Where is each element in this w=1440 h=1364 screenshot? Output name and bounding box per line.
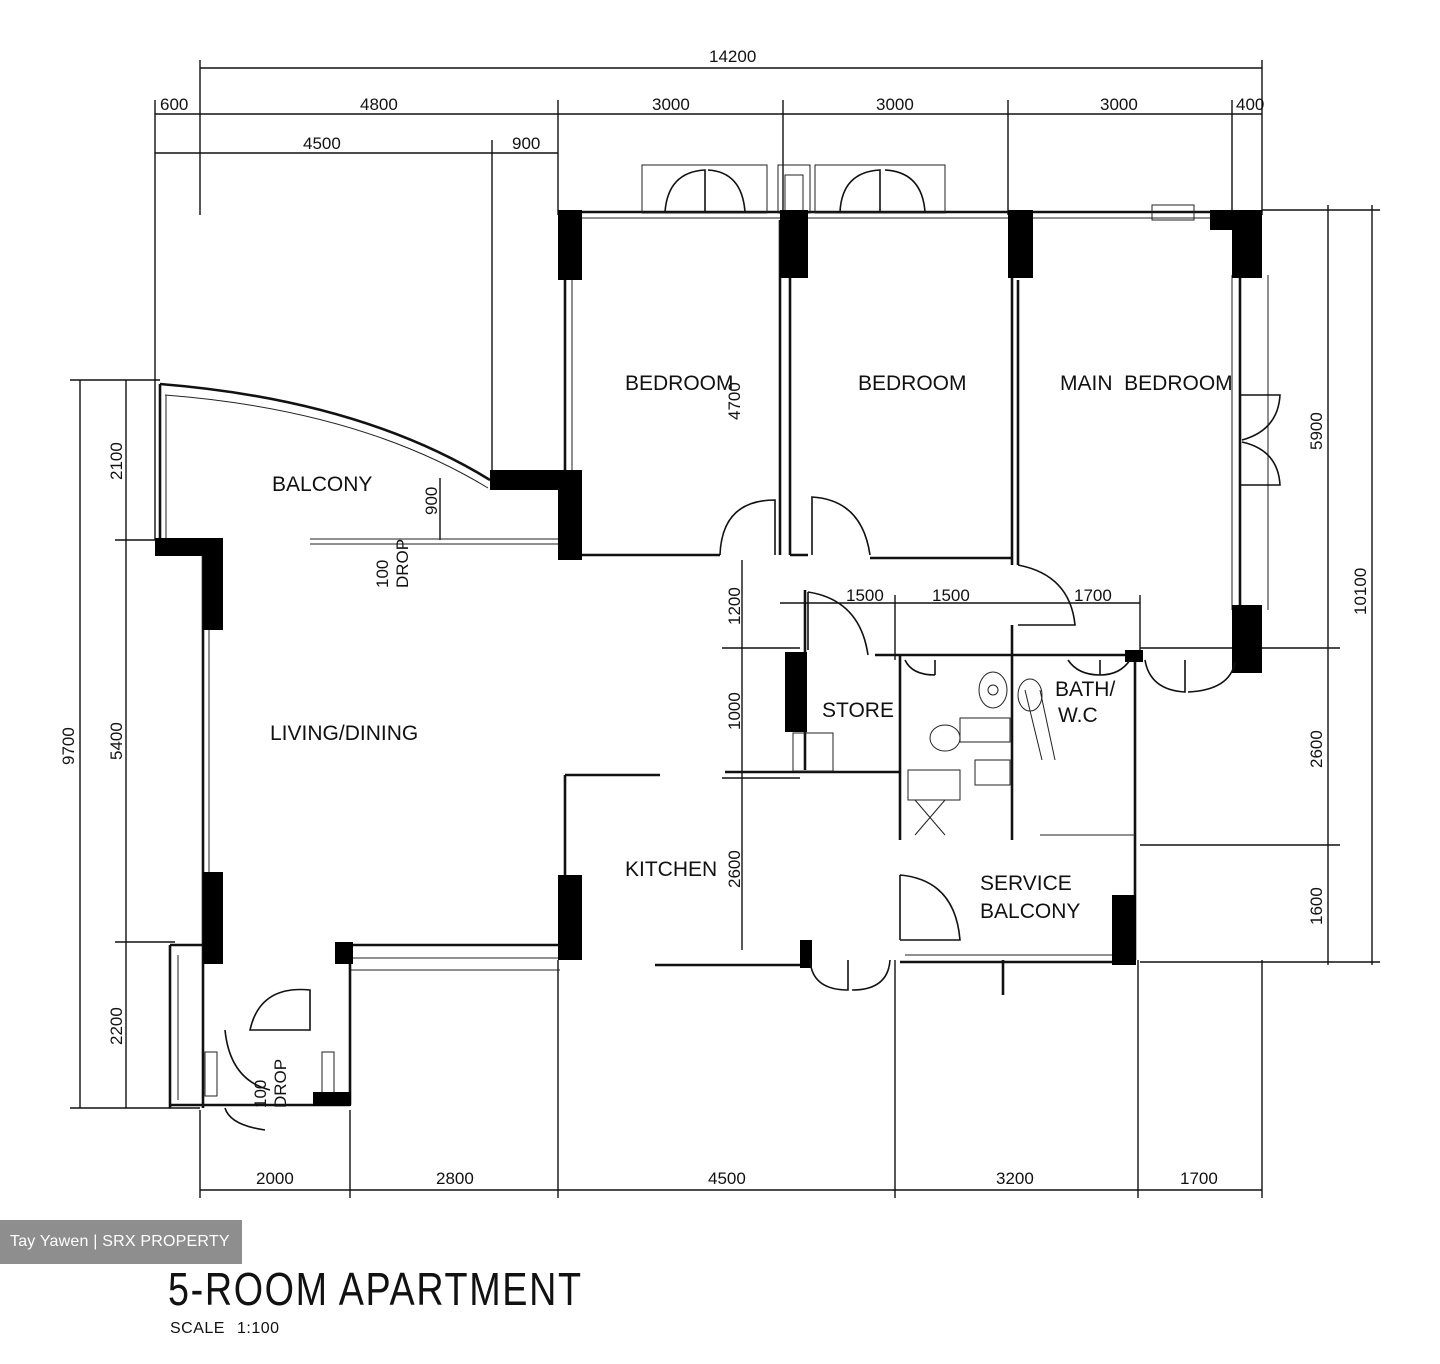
structural-columns xyxy=(155,210,1262,1106)
dim-bottom-3: 4500 xyxy=(708,1169,746,1188)
living-dining-label: LIVING/DINING xyxy=(270,722,418,745)
dim-left-total: 9700 xyxy=(59,727,78,765)
scale-label-text: SCALE xyxy=(170,1320,225,1337)
bath-wc-label-line-2: W.C xyxy=(1058,704,1098,727)
dim-top-4: 3000 xyxy=(876,95,914,114)
walls xyxy=(158,164,1269,1108)
main-bedroom-label: MAIN BEDROOM xyxy=(1060,372,1233,395)
dim-top-total: 14200 xyxy=(709,47,756,66)
dim-store-height: 1000 xyxy=(725,692,744,730)
dim-left-3: 2200 xyxy=(107,1007,126,1045)
balcony-label: BALCONY xyxy=(272,473,372,496)
dim-right-total: 10100 xyxy=(1351,568,1370,615)
dim-kitchen-height: 2600 xyxy=(725,850,744,888)
dim-left-2: 5400 xyxy=(107,722,126,760)
scale-value: 1:100 xyxy=(236,1320,280,1337)
store-label: STORE xyxy=(822,699,894,722)
dim-right-2: 2600 xyxy=(1307,730,1326,768)
dim-bottom-4: 3200 xyxy=(996,1169,1034,1188)
scale-label: SCALE 1:100 xyxy=(170,1320,280,1338)
service-balcony-label-line-1: SERVICE xyxy=(980,872,1072,895)
dim-bath-row-2: 1500 xyxy=(932,586,970,605)
dim-right-1: 5900 xyxy=(1307,412,1326,450)
dimension-lines xyxy=(70,60,1380,1198)
dim-left-1: 2100 xyxy=(107,442,126,480)
dim-right-3: 1600 xyxy=(1307,887,1326,925)
kitchen-label: KITCHEN xyxy=(625,858,717,881)
dim-bed-height: 4700 xyxy=(725,382,744,420)
dim-corridor: 1200 xyxy=(725,587,744,625)
dim-bath-row-3: 1700 xyxy=(1074,586,1112,605)
drop-1-label: DROP xyxy=(393,539,412,588)
room-labels: BALCONY BEDROOM BEDROOM MAIN BEDROOM LIV… xyxy=(251,372,1233,1108)
dim-top-sub-2: 900 xyxy=(512,134,540,153)
dim-bottom-5: 1700 xyxy=(1180,1169,1218,1188)
drop-2-value: 100 xyxy=(251,1080,270,1108)
doors xyxy=(224,169,1281,1131)
service-balcony-label-line-2: BALCONY xyxy=(980,900,1080,923)
bath-fixtures xyxy=(792,671,1056,836)
dim-bottom-2: 2800 xyxy=(436,1169,474,1188)
dim-top-sub-1: 4500 xyxy=(303,134,341,153)
dim-top-6: 400 xyxy=(1236,95,1264,114)
watermark-badge: Tay Yawen | SRX PROPERTY xyxy=(0,1220,242,1264)
drop-2-label: DROP xyxy=(271,1059,290,1108)
bath-wc-label-line-1: BATH/ xyxy=(1055,678,1115,701)
dim-bottom-1: 2000 xyxy=(256,1169,294,1188)
dim-top-2: 4800 xyxy=(360,95,398,114)
dimension-labels: 14200 600 4800 3000 3000 3000 400 4500 9… xyxy=(59,47,1370,1188)
dim-top-5: 3000 xyxy=(1100,95,1138,114)
dim-balcony-gap: 900 xyxy=(422,487,441,515)
dim-top-1: 600 xyxy=(160,95,188,114)
bedroom-2-label: BEDROOM xyxy=(858,372,967,395)
plan-title: 5-ROOM APARTMENT xyxy=(168,1263,583,1315)
bedroom-1-label: BEDROOM xyxy=(625,372,734,395)
drop-1-value: 100 xyxy=(373,560,392,588)
dim-bath-row-1: 1500 xyxy=(846,586,884,605)
dim-top-3: 3000 xyxy=(652,95,690,114)
